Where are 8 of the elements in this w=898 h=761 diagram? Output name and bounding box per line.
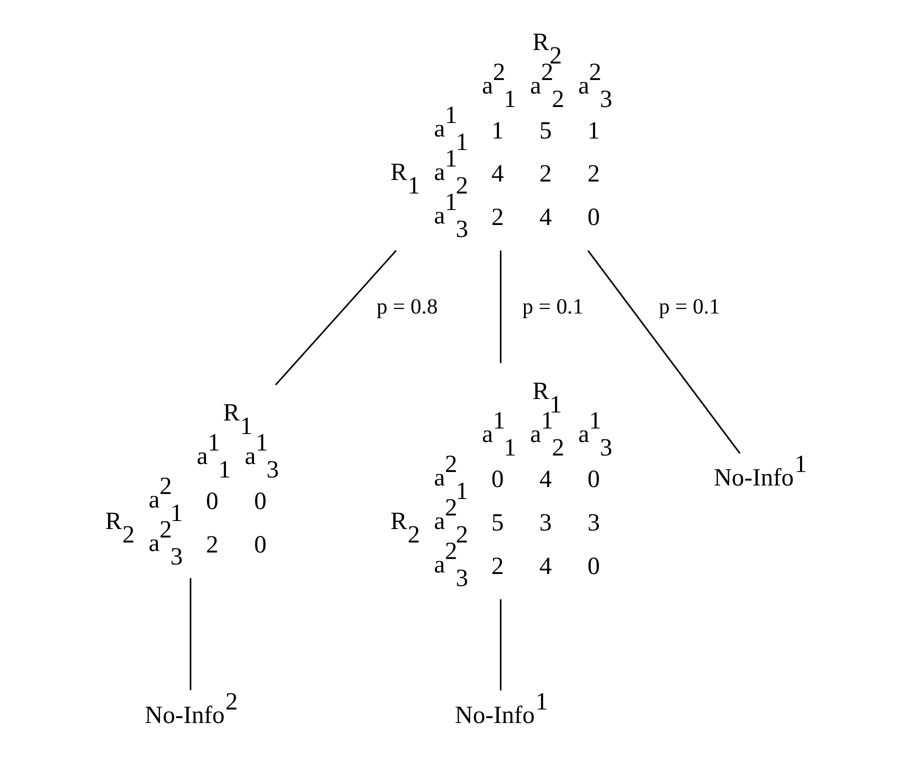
edge-label: p = 0.1 bbox=[522, 294, 583, 318]
connector bbox=[586, 250, 740, 454]
edge-label: p = 0.1 bbox=[658, 294, 720, 318]
connector bbox=[499, 250, 501, 364]
connector bbox=[189, 578, 191, 690]
connector bbox=[499, 599, 501, 690]
connector bbox=[274, 250, 396, 386]
edge-label: p = 0.8 bbox=[376, 294, 438, 318]
